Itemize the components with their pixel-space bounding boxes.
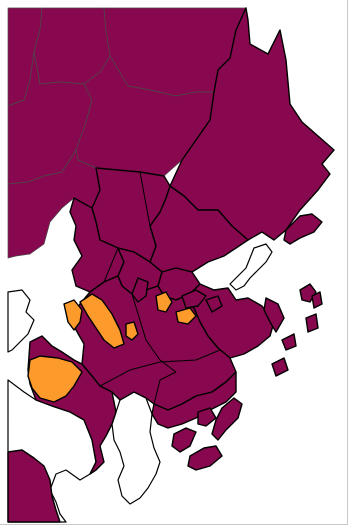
region-island-east-1[interactable] [263, 297, 285, 333]
region-coast-east-inner[interactable] [205, 295, 223, 313]
region-lake-east-1[interactable] [131, 277, 149, 303]
region-island-east-5[interactable] [281, 333, 297, 351]
neutral-region-west-coast[interactable] [7, 289, 35, 353]
region-southwest-corner[interactable] [7, 449, 61, 523]
boundary-line-1 [139, 171, 157, 247]
region-island-south-2[interactable] [197, 407, 217, 427]
highlight-region-lake-west[interactable] [63, 299, 83, 331]
boundary-line-2 [103, 247, 119, 283]
region-island-south-3[interactable] [211, 397, 243, 441]
highlight-region-lake-inner[interactable] [125, 321, 139, 341]
boundary-line-5 [153, 371, 177, 405]
region-island-east-6[interactable] [271, 357, 289, 377]
region-island-north[interactable] [283, 213, 323, 245]
region-island-south-1[interactable] [171, 427, 197, 453]
region-island-south-4[interactable] [187, 445, 223, 471]
region-northeast-coast[interactable] [169, 7, 335, 241]
highlight-region-west-large[interactable] [27, 355, 83, 403]
neutral-region-archipelago[interactable] [229, 243, 273, 291]
region-lake-east-2[interactable] [181, 289, 207, 309]
highlight-region-bay-east[interactable] [175, 307, 197, 325]
region-north-center[interactable] [33, 7, 111, 85]
highlight-region-bay-small[interactable] [155, 291, 173, 313]
region-south-inner[interactable] [151, 371, 237, 429]
region-island-east-3[interactable] [311, 291, 323, 309]
region-island-east-4[interactable] [305, 313, 319, 333]
boundary-line-3 [131, 293, 177, 373]
boundary-line-4 [99, 349, 221, 387]
highlight-region-lake-center[interactable] [79, 293, 125, 349]
